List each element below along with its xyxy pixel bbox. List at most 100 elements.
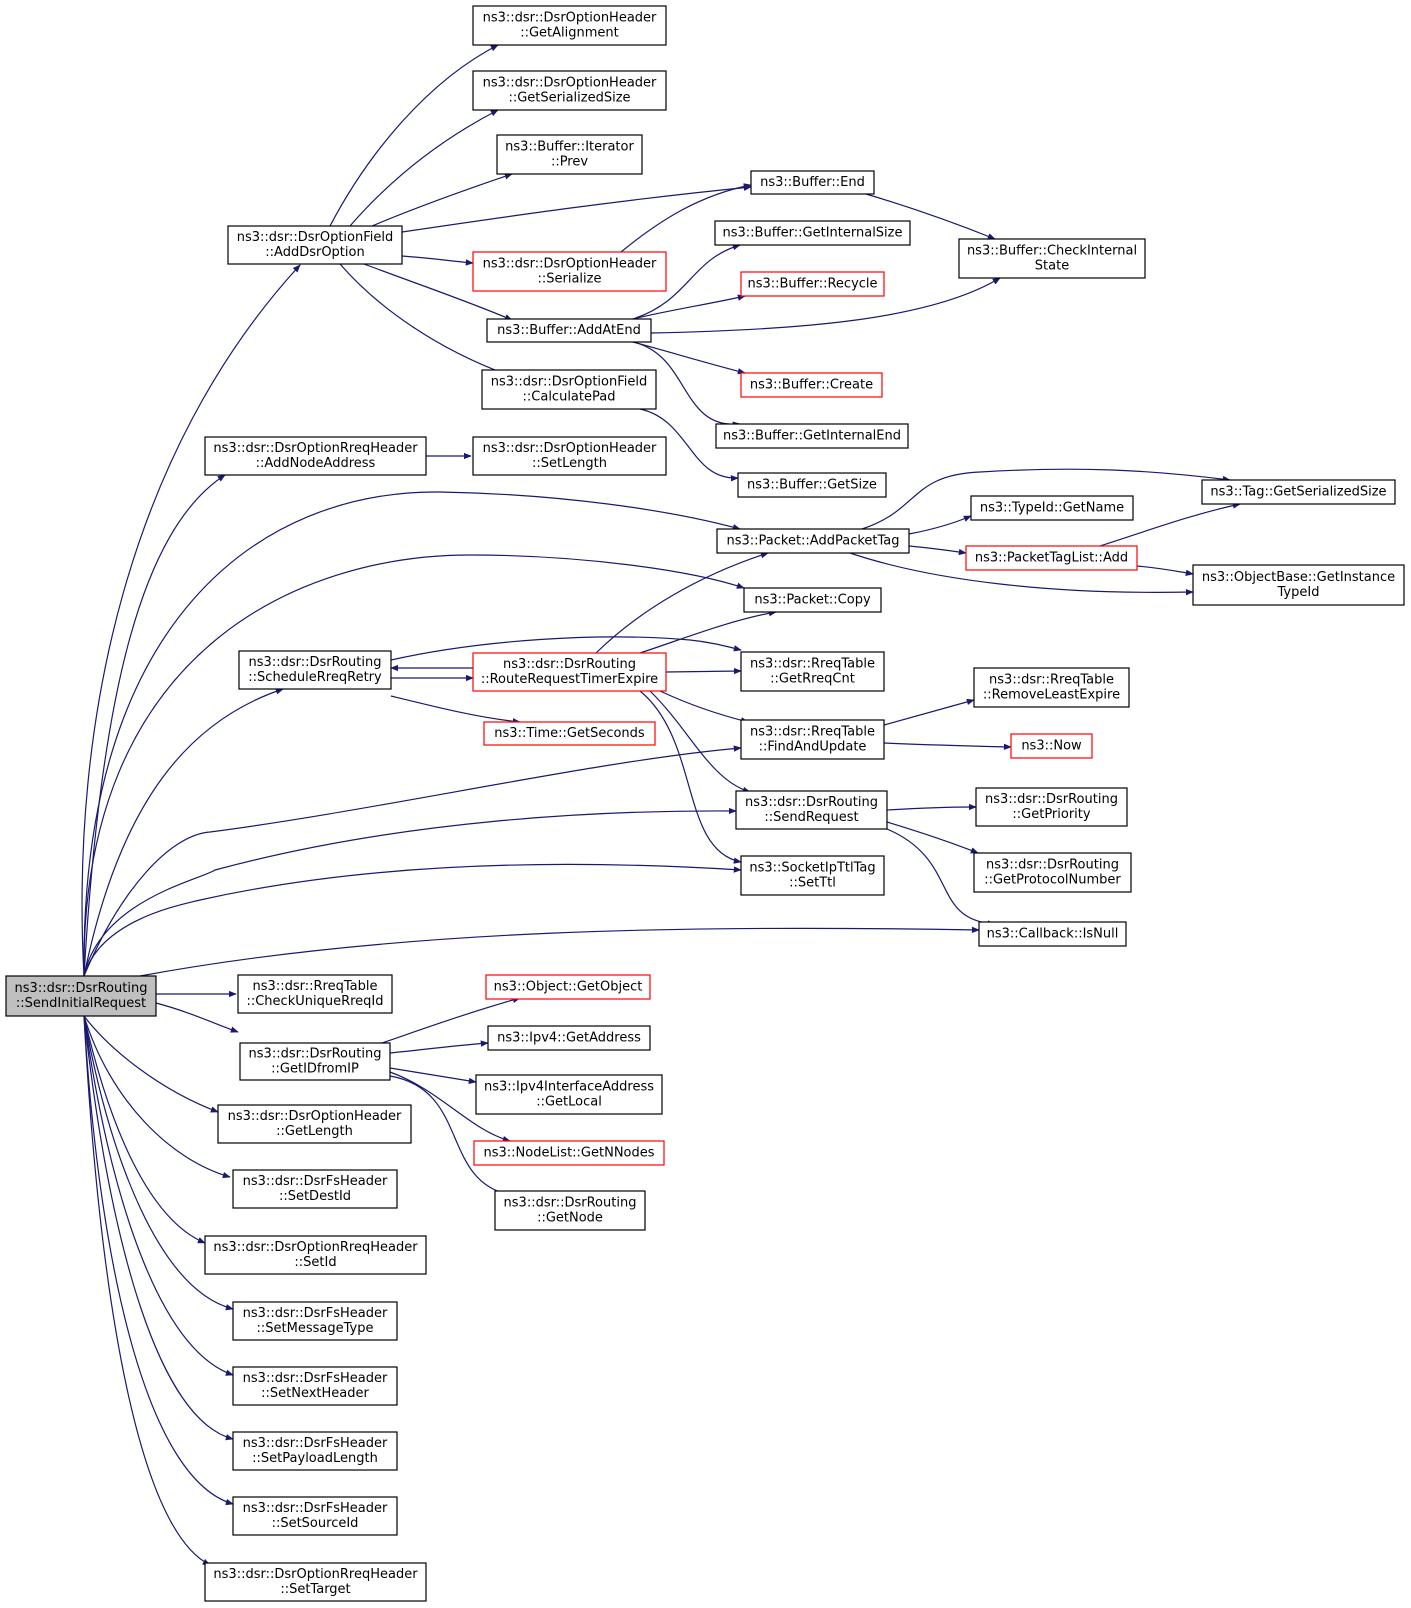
node-box[interactable] [714, 220, 911, 246]
node-box[interactable] [735, 790, 888, 830]
node-box[interactable] [232, 1496, 398, 1536]
node-setPayloadLength[interactable]: ns3::dsr::DsrFsHeader::SetPayloadLength [232, 1431, 398, 1471]
node-iteratorPrev[interactable]: ns3::Buffer::Iterator::Prev [496, 134, 643, 175]
node-box[interactable] [227, 225, 403, 265]
node-box[interactable] [743, 587, 882, 613]
node-box[interactable] [204, 436, 427, 476]
node-box[interactable] [1192, 564, 1405, 606]
node-routeRequestTimerExpire[interactable]: ns3::dsr::DsrRouting::RouteRequestTimerE… [472, 652, 667, 692]
node-box[interactable] [715, 423, 909, 449]
node-box[interactable] [486, 318, 652, 343]
node-box[interactable] [481, 369, 657, 410]
node-setLength[interactable]: ns3::dsr::DsrOptionHeader::SetLength [472, 436, 667, 476]
node-box[interactable] [973, 667, 1130, 708]
node-removeLeastExpire[interactable]: ns3::dsr::RreqTable::RemoveLeastExpire [973, 667, 1130, 708]
node-box[interactable] [232, 1366, 398, 1406]
node-getSerializedSize[interactable]: ns3::dsr::DsrOptionHeader::GetSerialized… [472, 70, 667, 111]
node-recycle[interactable]: ns3::Buffer::Recycle [740, 271, 885, 297]
node-box[interactable] [958, 238, 1146, 279]
node-getPriority[interactable]: ns3::dsr::DsrRouting::GetPriority [975, 787, 1128, 827]
node-box[interactable] [485, 974, 651, 1000]
node-getIDfromIP[interactable]: ns3::dsr::DsrRouting::GetIDfromIP [239, 1042, 391, 1081]
node-box[interactable] [487, 1025, 651, 1051]
node-getInternalSize[interactable]: ns3::Buffer::GetInternalSize [714, 220, 911, 246]
node-getNNodes[interactable]: ns3::NodeList::GetNNodes [473, 1140, 665, 1166]
node-box[interactable] [975, 787, 1128, 827]
node-box[interactable] [740, 271, 885, 297]
node-serialize[interactable]: ns3::dsr::DsrOptionHeader::Serialize [472, 251, 667, 292]
node-getObject[interactable]: ns3::Object::GetObject [485, 974, 651, 1000]
node-getAlignment[interactable]: ns3::dsr::DsrOptionHeader::GetAlignment [472, 5, 667, 46]
node-findAndUpdate[interactable]: ns3::dsr::RreqTable::FindAndUpdate [740, 719, 885, 760]
node-box[interactable] [737, 472, 887, 498]
node-setMessageType[interactable]: ns3::dsr::DsrFsHeader::SetMessageType [232, 1301, 398, 1341]
node-box[interactable] [740, 372, 883, 398]
node-getNode[interactable]: ns3::dsr::DsrRouting::GetNode [494, 1190, 646, 1231]
node-box[interactable] [978, 921, 1127, 947]
node-box[interactable] [494, 1190, 646, 1231]
node-box[interactable] [238, 650, 392, 690]
node-box[interactable] [217, 1104, 412, 1144]
node-box[interactable] [740, 719, 885, 760]
node-box[interactable] [237, 974, 393, 1014]
node-getSeconds[interactable]: ns3::Time::GetSeconds [483, 721, 656, 746]
node-box[interactable] [973, 852, 1132, 893]
node-box[interactable] [1201, 479, 1396, 505]
node-bufferCreate[interactable]: ns3::Buffer::Create [740, 372, 883, 398]
node-root[interactable]: ns3::dsr::DsrRouting::SendInitialRequest [5, 975, 157, 1017]
node-bufferEnd[interactable]: ns3::Buffer::End [750, 170, 875, 195]
node-box[interactable] [472, 652, 667, 692]
node-scheduleRreqRetry[interactable]: ns3::dsr::DsrRouting::ScheduleRreqRetry [238, 650, 392, 690]
node-box[interactable] [204, 1235, 427, 1275]
node-packetTagListAdd[interactable]: ns3::PacketTagList::Add [965, 545, 1138, 571]
node-addPacketTag[interactable]: ns3::Packet::AddPacketTag [716, 528, 910, 554]
node-callbackIsNull[interactable]: ns3::Callback::IsNull [978, 921, 1127, 947]
node-getSize[interactable]: ns3::Buffer::GetSize [737, 472, 887, 498]
node-box[interactable] [483, 721, 656, 746]
node-box[interactable] [204, 1562, 427, 1602]
node-getInternalEnd[interactable]: ns3::Buffer::GetInternalEnd [715, 423, 909, 449]
node-box[interactable] [750, 170, 875, 195]
node-typeIdGetName[interactable]: ns3::TypeId::GetName [970, 495, 1134, 521]
node-getLength[interactable]: ns3::dsr::DsrOptionHeader::GetLength [217, 1104, 412, 1144]
node-box[interactable] [475, 1074, 663, 1115]
node-box[interactable] [473, 1140, 665, 1166]
node-box[interactable] [232, 1301, 398, 1341]
node-getRreqCnt[interactable]: ns3::dsr::RreqTable::GetRreqCnt [740, 651, 885, 692]
node-box[interactable] [472, 5, 667, 46]
node-box[interactable] [716, 528, 910, 554]
node-sendRequest[interactable]: ns3::dsr::DsrRouting::SendRequest [735, 790, 888, 830]
node-getProtocolNumber[interactable]: ns3::dsr::DsrRouting::GetProtocolNumber [973, 852, 1132, 893]
node-box[interactable] [472, 251, 667, 292]
node-setSourceId[interactable]: ns3::dsr::DsrFsHeader::SetSourceId [232, 1496, 398, 1536]
node-box[interactable] [740, 651, 885, 692]
node-getAddress[interactable]: ns3::Ipv4::GetAddress [487, 1025, 651, 1051]
node-addNodeAddress[interactable]: ns3::dsr::DsrOptionRreqHeader::AddNodeAd… [204, 436, 427, 476]
node-setNextHeader[interactable]: ns3::dsr::DsrFsHeader::SetNextHeader [232, 1366, 398, 1406]
node-addDsrOption[interactable]: ns3::dsr::DsrOptionField::AddDsrOption [227, 225, 403, 265]
node-tagGetSerializedSize[interactable]: ns3::Tag::GetSerializedSize [1201, 479, 1396, 505]
node-getLocal[interactable]: ns3::Ipv4InterfaceAddress::GetLocal [475, 1074, 663, 1115]
node-addAtEnd[interactable]: ns3::Buffer::AddAtEnd [486, 318, 652, 343]
node-now[interactable]: ns3::Now [1010, 733, 1093, 759]
node-box[interactable] [472, 436, 667, 476]
node-box[interactable] [965, 545, 1138, 571]
node-setTarget[interactable]: ns3::dsr::DsrOptionRreqHeader::SetTarget [204, 1562, 427, 1602]
node-checkUniqueRreqId[interactable]: ns3::dsr::RreqTable::CheckUniqueRreqId [237, 974, 393, 1014]
node-box[interactable] [239, 1042, 391, 1081]
node-box[interactable] [740, 855, 885, 896]
node-box[interactable] [1010, 733, 1093, 759]
node-box[interactable] [496, 134, 643, 175]
node-setDestId[interactable]: ns3::dsr::DsrFsHeader::SetDestId [232, 1169, 398, 1209]
node-box[interactable] [5, 975, 157, 1017]
node-calculatePad[interactable]: ns3::dsr::DsrOptionField::CalculatePad [481, 369, 657, 410]
node-packetCopy[interactable]: ns3::Packet::Copy [743, 587, 882, 613]
node-box[interactable] [472, 70, 667, 111]
node-box[interactable] [232, 1169, 398, 1209]
node-setTtl[interactable]: ns3::SocketIpTtlTag::SetTtl [740, 855, 885, 896]
node-box[interactable] [970, 495, 1134, 521]
node-box[interactable] [232, 1431, 398, 1471]
node-setId[interactable]: ns3::dsr::DsrOptionRreqHeader::SetId [204, 1235, 427, 1275]
